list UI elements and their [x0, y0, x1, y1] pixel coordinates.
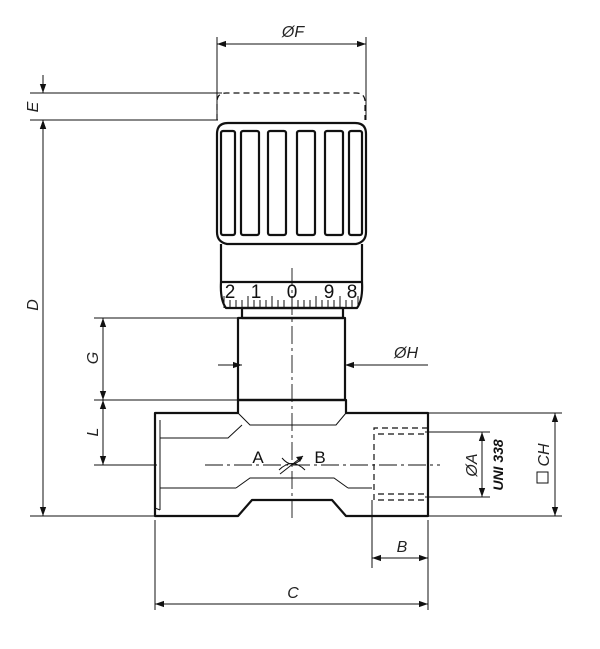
- dial-digit-8: 8: [347, 282, 358, 303]
- flow-direction-symbol: A B: [252, 448, 326, 475]
- dim-label-c: C: [287, 585, 299, 602]
- dim-label-d: D: [25, 299, 42, 311]
- dim-label-h: ØH: [393, 345, 418, 362]
- valve-stem: [236, 306, 347, 402]
- dial-digit-9: 9: [324, 282, 335, 303]
- dim-label-g: G: [85, 352, 102, 364]
- dim-label-l: L: [85, 428, 102, 437]
- flow-label-b: B: [314, 448, 325, 467]
- dial-digit-0: 0: [287, 282, 298, 303]
- dimension-labels: ØF E D G L ØH ØA UNI 338 CH B C: [25, 24, 553, 602]
- flow-label-a: A: [252, 448, 264, 467]
- dim-label-a: ØA: [464, 453, 481, 477]
- dim-label-b: B: [397, 539, 408, 556]
- dim-label-f: ØF: [281, 24, 305, 41]
- thread-standard-label: UNI 338: [490, 439, 506, 491]
- dial-digit-2: 2: [225, 282, 236, 303]
- adjustment-knob: 2 1 0 9 8: [215, 92, 368, 310]
- valve-body: [153, 398, 430, 518]
- dim-label-e: E: [25, 101, 42, 112]
- dim-label-ch: CH: [536, 443, 553, 467]
- square-symbol-icon: [536, 471, 549, 484]
- dial-digit-1: 1: [251, 282, 262, 303]
- dimension-lines: [30, 37, 562, 610]
- throttle-arrow-icon: [278, 455, 306, 475]
